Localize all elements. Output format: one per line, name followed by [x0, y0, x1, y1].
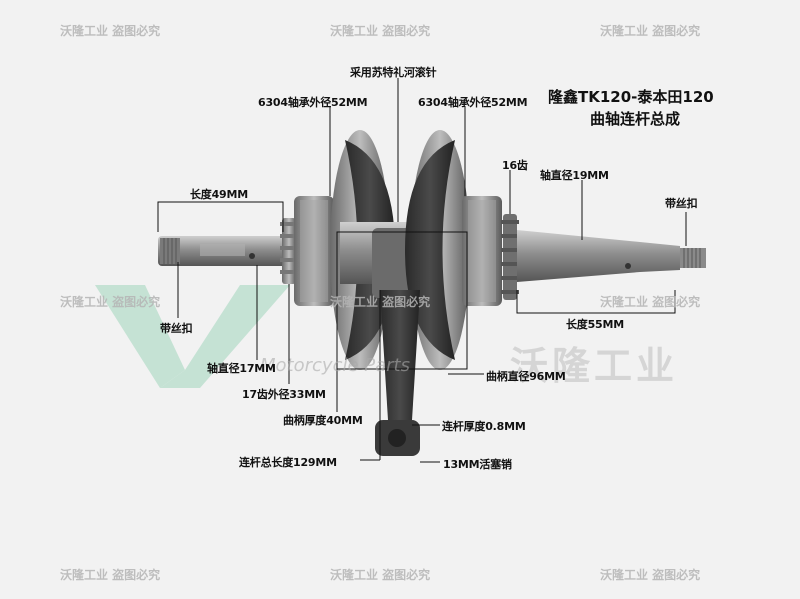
left-bearing — [294, 196, 334, 306]
left-gear-17t — [280, 218, 298, 284]
label-crank-thickness: 曲柄厚度40MM — [283, 414, 363, 427]
label-bearing-right: 6304轴承外径52MM — [418, 96, 528, 109]
label-needle-bearing: 采用苏特礼河滚针 — [350, 66, 437, 79]
label-rod-thickness: 连杆厚度0.8MM — [442, 420, 526, 433]
watermark-text-top-right: 沃隆工业 盗图必究 — [600, 24, 701, 38]
label-shaft-dia-left: 轴直径17MM — [207, 362, 276, 375]
label-length-left: 长度49MM — [190, 188, 249, 201]
right-shaft — [517, 230, 706, 282]
watermark-text-bottom-right: 沃隆工业 盗图必究 — [600, 568, 701, 582]
label-teeth-16: 16齿 — [502, 159, 528, 172]
dimension-lines — [157, 78, 687, 463]
watermark-text-top-center: 沃隆工业 盗图必究 — [330, 24, 431, 38]
label-crank-dia: 曲柄直径96MM — [486, 370, 566, 383]
product-title-line1: 隆鑫TK120-泰本田120 — [548, 88, 714, 106]
label-shaft-dia-right: 轴直径19MM — [540, 169, 609, 182]
watermark-text-mid-right: 沃隆工业 盗图必究 — [600, 295, 701, 309]
watermark-text-bottom-center: 沃隆工业 盗图必究 — [330, 568, 431, 582]
watermark-text-bottom-left: 沃隆工业 盗图必究 — [60, 568, 161, 582]
watermark-brand-sub: Motorcycle Parts — [260, 355, 410, 376]
label-gear-17: 17齿外径33MM — [242, 388, 326, 401]
label-bearing-left: 6304轴承外径52MM — [258, 96, 368, 109]
label-thread-left: 带丝扣 — [160, 322, 193, 335]
label-thread-right: 带丝扣 — [665, 197, 698, 210]
connecting-rod — [375, 290, 420, 456]
left-shaft — [158, 236, 288, 266]
label-piston-pin: 13MM活塞销 — [443, 458, 512, 471]
watermark-text-top-left: 沃隆工业 盗图必究 — [60, 24, 161, 38]
watermark-text-mid-center: 沃隆工业 盗图必究 — [330, 295, 431, 309]
label-rod-length: 连杆总长度129MM — [239, 456, 337, 469]
product-title-line2: 曲轴连杆总成 — [590, 110, 681, 128]
watermark-text-mid-left: 沃隆工业 盗图必究 — [60, 295, 161, 309]
right-bearing — [462, 196, 502, 306]
label-length-right: 长度55MM — [566, 318, 625, 331]
right-gear-16t — [501, 214, 519, 300]
watermark-brand: 沃隆工业 — [510, 344, 679, 388]
